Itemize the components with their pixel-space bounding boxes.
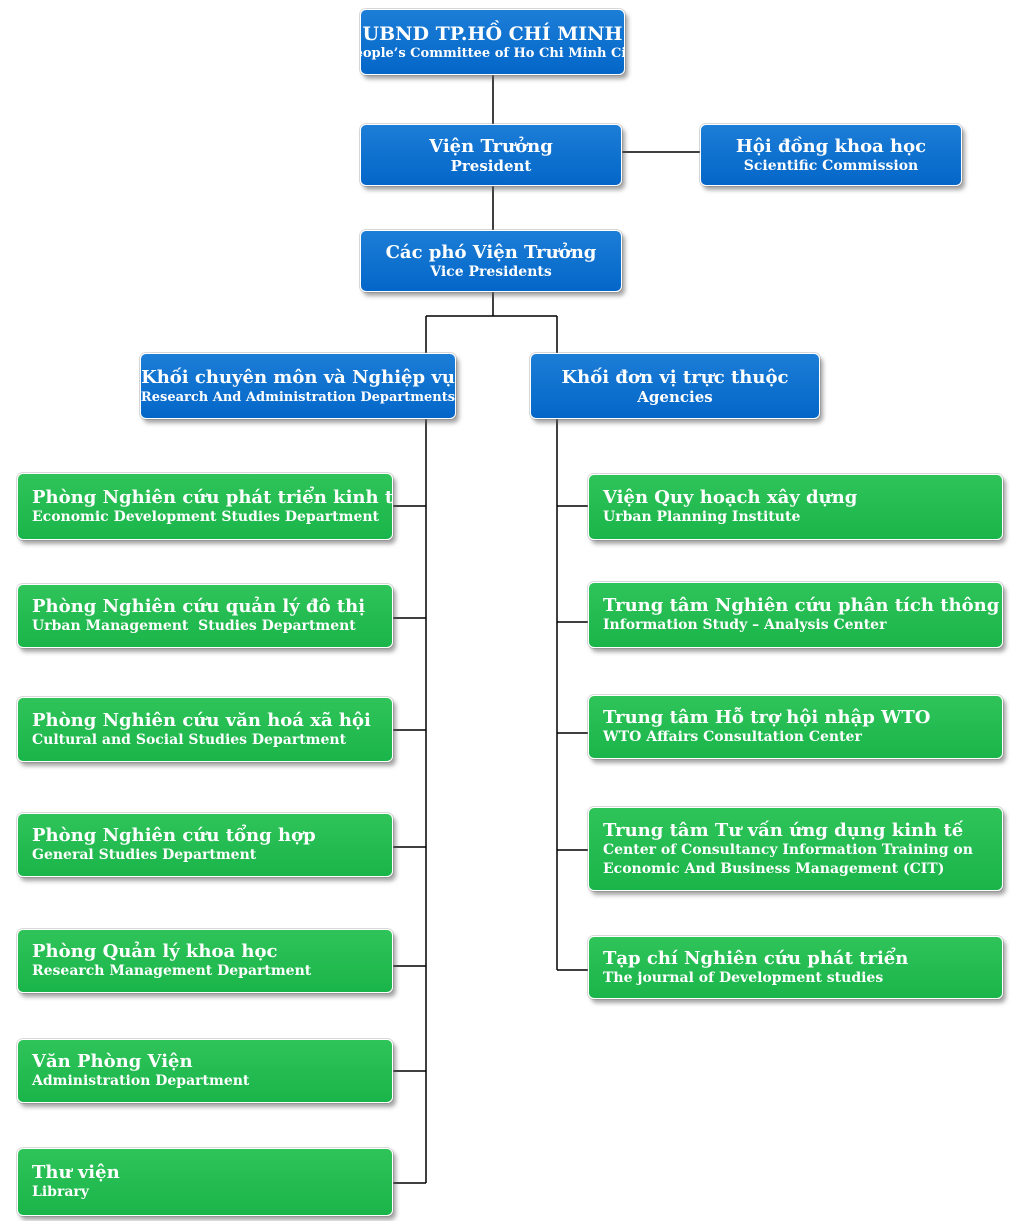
node-title: Trung tâm Hỗ trợ hội nhập WTO	[603, 707, 931, 728]
node-subtitle: Administration Department	[32, 1073, 250, 1089]
node-scientific-commission: Hội đồng khoa học Scientific Commission	[700, 124, 962, 186]
node-title: Trung tâm Nghiên cứu phân tích thông tin	[603, 595, 1003, 616]
node-subtitle: Urban Management Studies Department	[32, 618, 356, 634]
node-title: Khối đơn vị trực thuộc	[561, 366, 789, 388]
node-title: Tạp chí Nghiên cứu phát triển	[603, 947, 909, 969]
agency-cit: Trung tâm Tư vấn ứng dụng kinh tế Center…	[588, 807, 1003, 891]
node-title: Văn Phòng Viện	[32, 1051, 193, 1072]
agency-information-analysis: Trung tâm Nghiên cứu phân tích thông tin…	[588, 582, 1003, 648]
node-subtitle: The journal of Development studies	[603, 969, 884, 986]
node-peoples-committee: UBND TP.HỒ CHÍ MINH People’s Committee o…	[360, 9, 625, 75]
node-subtitle: WTO Affairs Consultation Center	[603, 729, 862, 745]
node-subtitle: General Studies Department	[32, 847, 257, 863]
agency-development-journal: Tạp chí Nghiên cứu phát triển The journa…	[588, 936, 1003, 999]
node-title: Trung tâm Tư vấn ứng dụng kinh tế	[603, 819, 964, 841]
node-title: UBND TP.HỒ CHÍ MINH	[362, 22, 623, 45]
agency-urban-planning: Viện Quy hoạch xây dựng Urban Planning I…	[588, 474, 1003, 540]
node-title: Phòng Nghiên cứu tổng hợp	[32, 825, 316, 846]
node-agencies-block: Khối đơn vị trực thuộc Agencies	[530, 353, 820, 419]
dept-cultural-social: Phòng Nghiên cứu văn hoá xã hội Cultural…	[17, 697, 393, 762]
dept-general-studies: Phòng Nghiên cứu tổng hợp General Studie…	[17, 813, 393, 877]
node-subtitle: Information Study – Analysis Center	[603, 617, 887, 633]
node-subtitle: People’s Committee of Ho Chi Minh City	[361, 45, 625, 61]
node-title: Các phó Viện Trưởng	[385, 241, 597, 263]
dept-library: Thư viện Library	[17, 1148, 393, 1216]
node-subtitle: Research Management Department	[32, 963, 312, 979]
node-research-block: Khối chuyên môn và Nghiệp vụ Research An…	[140, 353, 456, 419]
node-title: Thư viện	[32, 1162, 120, 1183]
dept-administration: Văn Phòng Viện Administration Department	[17, 1039, 393, 1103]
node-vice-presidents: Các phó Viện Trưởng Vice Presidents	[360, 230, 622, 292]
node-subtitle: President	[450, 156, 532, 175]
node-title: Phòng Nghiên cứu văn hoá xã hội	[32, 709, 371, 731]
node-subtitle: Research And Administration Departments	[140, 389, 456, 405]
node-title: Hội đồng khoa học	[735, 135, 927, 157]
node-subtitle: Vice Presidents	[430, 263, 552, 280]
node-title: Viện Trưởng	[429, 135, 553, 157]
node-subtitle: Economic Development Studies Department	[32, 508, 379, 525]
node-subtitle-line2: Economic And Business Management (CIT)	[603, 860, 945, 877]
node-president: Viện Trưởng President	[360, 124, 622, 186]
node-title: Phòng Nghiên cứu phát triển kinh tế	[32, 486, 393, 508]
node-subtitle: Center of Consultancy Information Traini…	[603, 841, 973, 858]
dept-economic-development: Phòng Nghiên cứu phát triển kinh tế Econ…	[17, 473, 393, 540]
agency-wto-consultation: Trung tâm Hỗ trợ hội nhập WTO WTO Affair…	[588, 695, 1003, 759]
dept-research-management: Phòng Quản lý khoa học Research Manageme…	[17, 929, 393, 993]
dept-urban-management: Phòng Nghiên cứu quản lý đô thị Urban Ma…	[17, 584, 393, 648]
node-subtitle: Cultural and Social Studies Department	[32, 731, 347, 748]
node-title: Viện Quy hoạch xây dựng	[603, 487, 858, 508]
node-subtitle: Agencies	[637, 387, 713, 406]
node-subtitle: Urban Planning Institute	[603, 509, 801, 525]
node-title: Phòng Nghiên cứu quản lý đô thị	[32, 596, 366, 617]
node-subtitle: Library	[32, 1184, 89, 1200]
node-title: Phòng Quản lý khoa học	[32, 941, 278, 962]
node-title: Khối chuyên môn và Nghiệp vụ	[141, 366, 455, 388]
node-subtitle: Scientific Commission	[743, 157, 919, 174]
